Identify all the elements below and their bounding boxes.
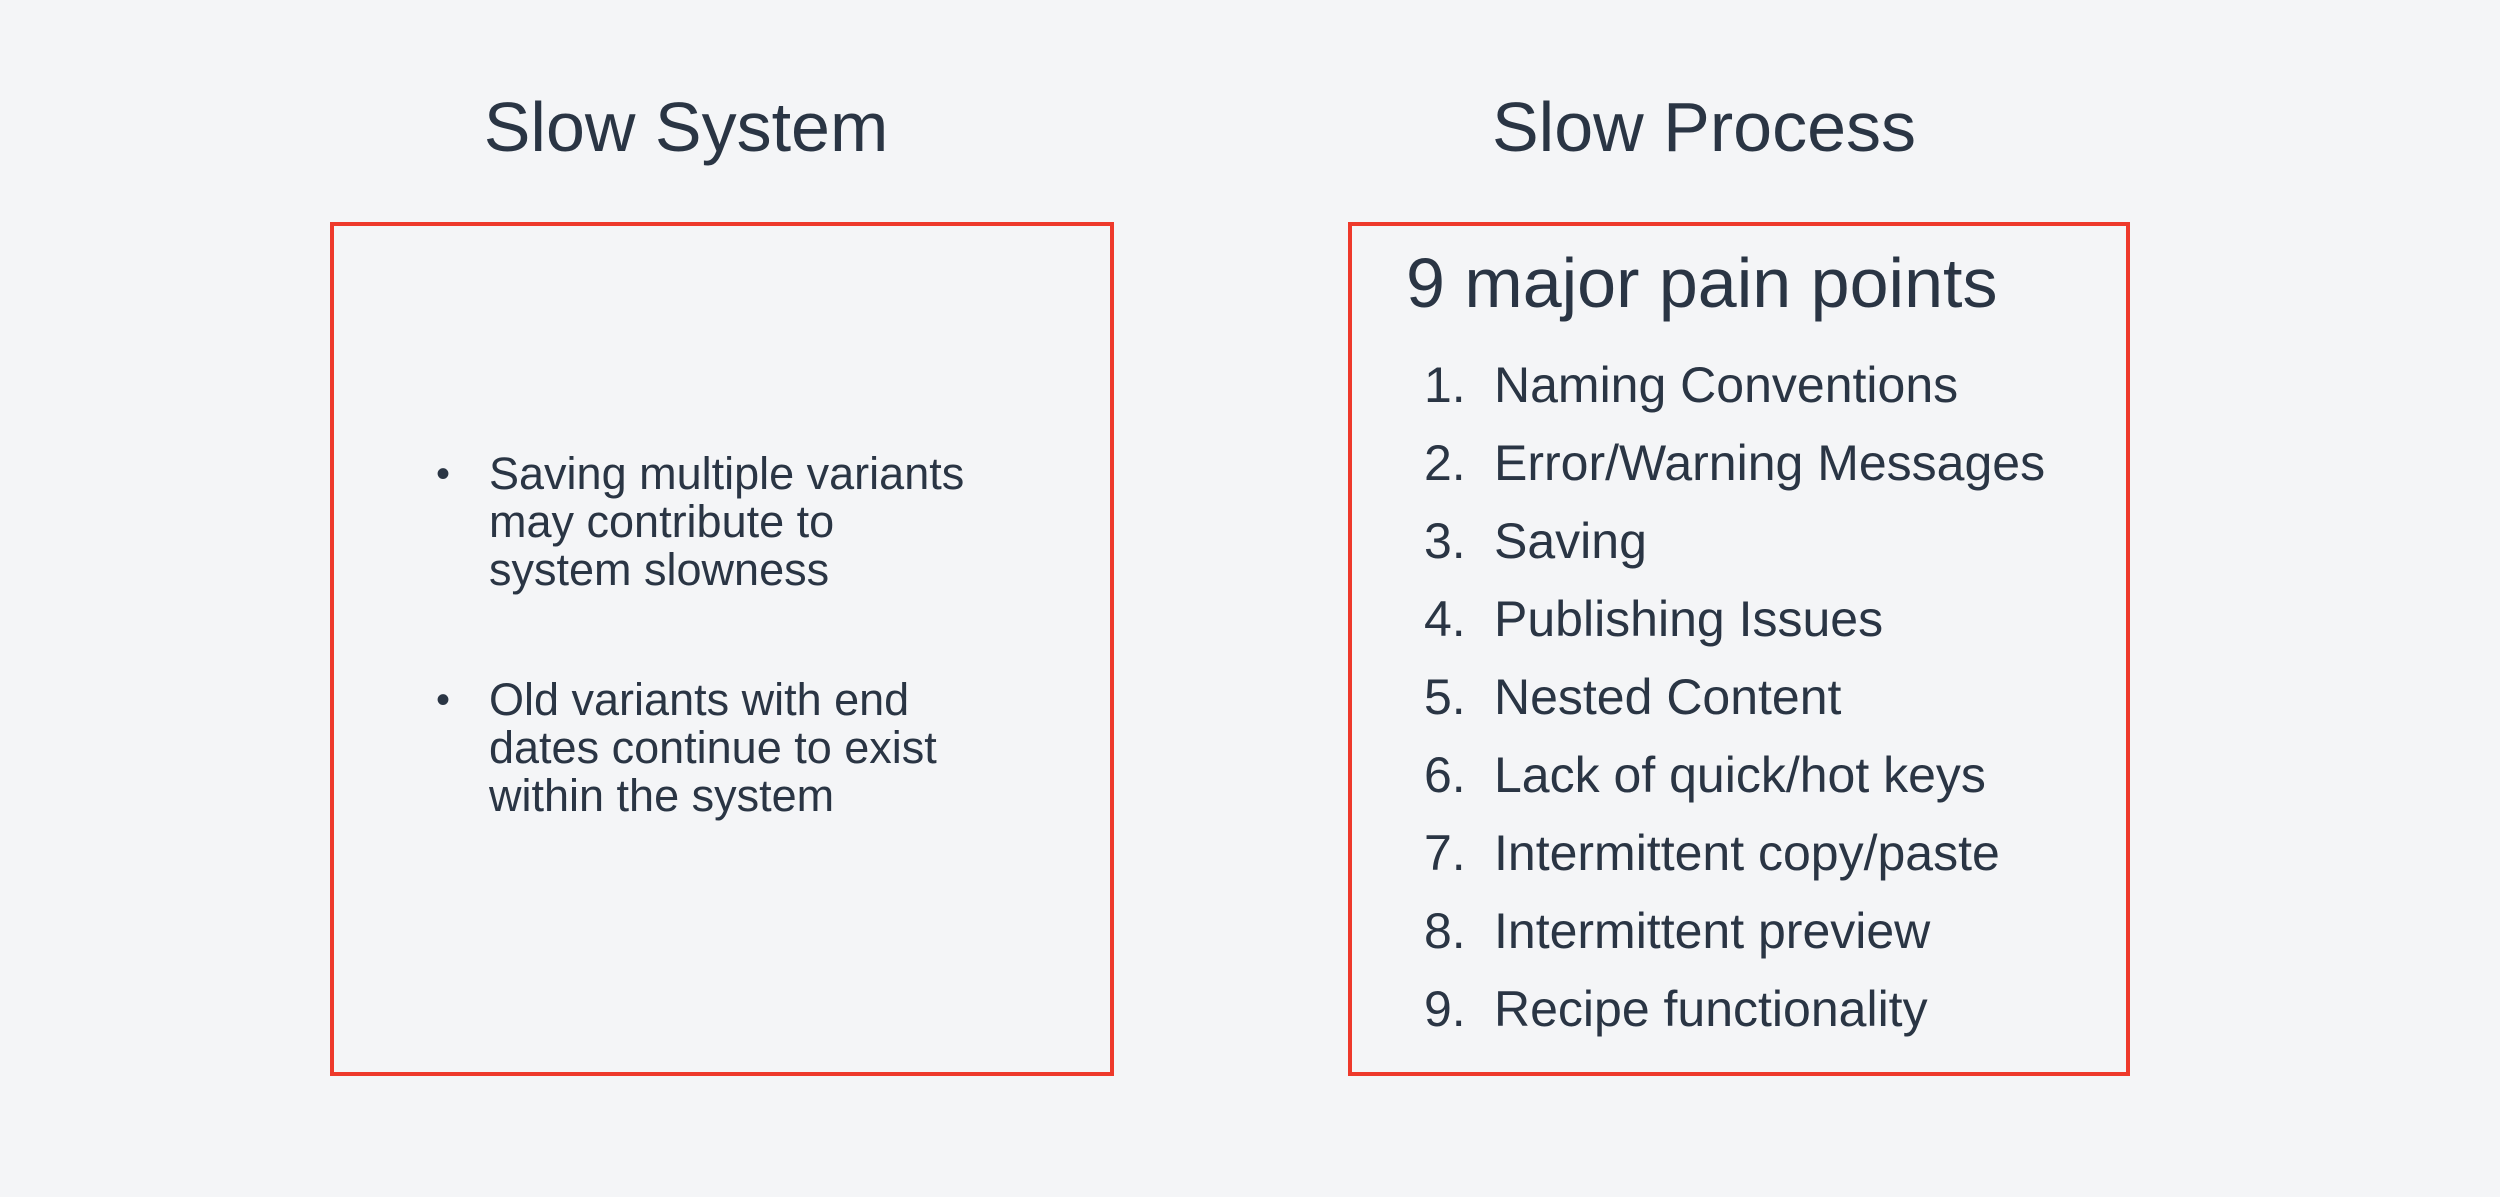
slow-system-frame: • Saving multiple variants may contribut… (330, 222, 1114, 1076)
pain-point-label: Intermittent preview (1494, 903, 1931, 959)
slow-system-bullet-list: • Saving multiple variants may contribut… (436, 450, 996, 902)
pain-point-item: 3. Saving (1424, 516, 2084, 566)
pain-point-label: Error/Warning Messages (1494, 435, 2046, 491)
pain-point-item: 5. Nested Content (1424, 672, 2084, 722)
pain-point-number: 1. (1424, 357, 1466, 413)
pain-point-label: Nested Content (1494, 669, 1842, 725)
bullet-text: Saving multiple variants may contribute … (489, 448, 965, 595)
pain-point-number: 6. (1424, 747, 1466, 803)
pain-point-label: Publishing Issues (1494, 591, 1884, 647)
pain-point-item: 7. Intermittent copy/paste (1424, 828, 2084, 878)
pain-point-number: 9. (1424, 981, 1466, 1037)
pain-point-label: Naming Conventions (1494, 357, 1959, 413)
bullet-dot-icon: • (436, 452, 451, 496)
pain-point-item: 2. Error/Warning Messages (1424, 438, 2084, 488)
bullet-item: • Old variants with end dates continue t… (436, 676, 996, 820)
pain-point-label: Lack of quick/hot keys (1494, 747, 1986, 803)
pain-points-list: 1. Naming Conventions 2. Error/Warning M… (1424, 360, 2084, 1062)
pain-point-number: 7. (1424, 825, 1466, 881)
pain-point-number: 2. (1424, 435, 1466, 491)
bullet-dot-icon: • (436, 678, 451, 722)
pain-point-item: 1. Naming Conventions (1424, 360, 2084, 410)
bullet-text: Old variants with end dates continue to … (489, 674, 937, 821)
right-panel-title: Slow Process (1491, 88, 1917, 166)
pain-point-item: 6. Lack of quick/hot keys (1424, 750, 2084, 800)
pain-points-heading: 9 major pain points (1406, 244, 1998, 322)
pain-point-number: 8. (1424, 903, 1466, 959)
pain-point-item: 9. Recipe functionality (1424, 984, 2084, 1034)
left-panel-title: Slow System (483, 88, 889, 166)
pain-point-item: 8. Intermittent preview (1424, 906, 2084, 956)
pain-point-label: Intermittent copy/paste (1494, 825, 2000, 881)
pain-point-label: Recipe functionality (1494, 981, 1928, 1037)
pain-point-label: Saving (1494, 513, 1647, 569)
pain-point-item: 4. Publishing Issues (1424, 594, 2084, 644)
pain-point-number: 5. (1424, 669, 1466, 725)
pain-point-number: 3. (1424, 513, 1466, 569)
pain-point-number: 4. (1424, 591, 1466, 647)
bullet-item: • Saving multiple variants may contribut… (436, 450, 996, 594)
slow-process-frame: 9 major pain points 1. Naming Convention… (1348, 222, 2130, 1076)
